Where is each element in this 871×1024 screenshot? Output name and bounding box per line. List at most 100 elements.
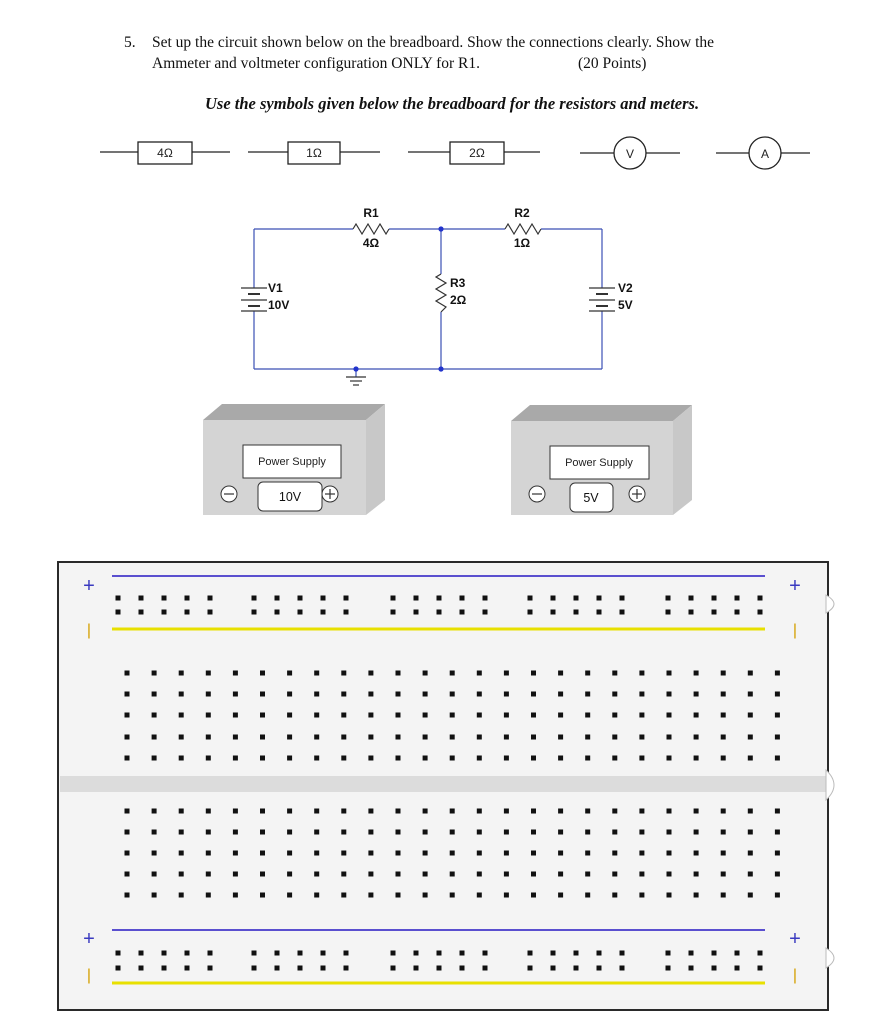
- terminal-hole[interactable]: [314, 850, 320, 856]
- terminal-hole[interactable]: [422, 808, 428, 814]
- terminal-hole[interactable]: [476, 670, 482, 676]
- terminal-hole[interactable]: [422, 755, 428, 761]
- rail-hole[interactable]: [207, 595, 213, 601]
- rail-hole[interactable]: [297, 950, 303, 956]
- rail-hole[interactable]: [482, 965, 488, 971]
- terminal-hole[interactable]: [232, 670, 238, 676]
- terminal-hole[interactable]: [368, 670, 374, 676]
- terminal-hole[interactable]: [693, 734, 699, 740]
- terminal-hole[interactable]: [612, 755, 618, 761]
- terminal-hole[interactable]: [558, 755, 564, 761]
- power-supply-10v[interactable]: Power Supply 10V: [203, 404, 385, 515]
- terminal-hole[interactable]: [476, 892, 482, 898]
- terminal-hole[interactable]: [693, 808, 699, 814]
- terminal-hole[interactable]: [151, 829, 157, 835]
- terminal-hole[interactable]: [178, 691, 184, 697]
- rail-hole[interactable]: [573, 595, 579, 601]
- terminal-hole[interactable]: [476, 691, 482, 697]
- rail-hole[interactable]: [138, 965, 144, 971]
- terminal-hole[interactable]: [287, 850, 293, 856]
- terminal-hole[interactable]: [124, 691, 130, 697]
- rail-hole[interactable]: [665, 609, 671, 615]
- terminal-hole[interactable]: [720, 829, 726, 835]
- rail-hole[interactable]: [390, 965, 396, 971]
- breadboard[interactable]: + + + + | | | |: [0, 560, 871, 1020]
- terminal-hole[interactable]: [774, 829, 780, 835]
- terminal-hole[interactable]: [531, 691, 536, 697]
- terminal-hole[interactable]: [612, 712, 618, 718]
- rail-hole[interactable]: [734, 950, 740, 956]
- terminal-hole[interactable]: [449, 871, 455, 877]
- rail-hole[interactable]: [115, 595, 121, 601]
- rail-hole[interactable]: [459, 595, 465, 601]
- terminal-hole[interactable]: [287, 808, 293, 814]
- rail-hole[interactable]: [251, 950, 257, 956]
- rail-hole[interactable]: [459, 950, 465, 956]
- terminal-hole[interactable]: [422, 734, 428, 740]
- terminal-hole[interactable]: [232, 829, 238, 835]
- terminal-hole[interactable]: [531, 871, 536, 877]
- rail-hole[interactable]: [297, 965, 303, 971]
- terminal-hole[interactable]: [720, 892, 726, 898]
- terminal-hole[interactable]: [774, 892, 780, 898]
- rail-hole[interactable]: [482, 950, 488, 956]
- terminal-hole[interactable]: [503, 829, 509, 835]
- rail-hole[interactable]: [161, 609, 167, 615]
- rail-hole[interactable]: [390, 595, 396, 601]
- terminal-hole[interactable]: [260, 670, 265, 676]
- terminal-hole[interactable]: [287, 755, 293, 761]
- rail-hole[interactable]: [734, 965, 740, 971]
- rail-hole[interactable]: [138, 595, 144, 601]
- terminal-hole[interactable]: [476, 829, 482, 835]
- terminal-hole[interactable]: [666, 734, 672, 740]
- rail-hole[interactable]: [436, 609, 442, 615]
- rail-hole[interactable]: [251, 609, 257, 615]
- terminal-hole[interactable]: [422, 691, 428, 697]
- rail-hole[interactable]: [207, 965, 213, 971]
- terminal-hole[interactable]: [585, 892, 591, 898]
- terminal-hole[interactable]: [124, 829, 130, 835]
- terminal-hole[interactable]: [368, 871, 374, 877]
- terminal-hole[interactable]: [774, 691, 780, 697]
- terminal-hole[interactable]: [368, 829, 374, 835]
- terminal-hole[interactable]: [151, 755, 157, 761]
- terminal-hole[interactable]: [720, 734, 726, 740]
- terminal-hole[interactable]: [612, 691, 618, 697]
- rail-hole[interactable]: [251, 965, 257, 971]
- terminal-hole[interactable]: [639, 808, 645, 814]
- terminal-hole[interactable]: [178, 829, 184, 835]
- terminal-hole[interactable]: [449, 829, 455, 835]
- terminal-hole[interactable]: [422, 829, 428, 835]
- terminal-hole[interactable]: [612, 871, 618, 877]
- terminal-hole[interactable]: [287, 892, 293, 898]
- rail-hole[interactable]: [413, 965, 419, 971]
- rail-hole[interactable]: [550, 965, 556, 971]
- terminal-hole[interactable]: [476, 734, 482, 740]
- terminal-hole[interactable]: [531, 670, 536, 676]
- terminal-hole[interactable]: [531, 755, 536, 761]
- terminal-hole[interactable]: [205, 755, 211, 761]
- voltmeter-symbol[interactable]: [580, 136, 680, 170]
- rail-hole[interactable]: [619, 965, 625, 971]
- terminal-hole[interactable]: [558, 691, 564, 697]
- terminal-hole[interactable]: [178, 808, 184, 814]
- terminal-hole[interactable]: [612, 808, 618, 814]
- terminal-hole[interactable]: [558, 850, 564, 856]
- rail-hole[interactable]: [573, 609, 579, 615]
- terminal-hole[interactable]: [260, 691, 265, 697]
- terminal-hole[interactable]: [666, 691, 672, 697]
- rail-hole[interactable]: [274, 609, 280, 615]
- resistor-symbol-1ohm[interactable]: [248, 141, 380, 165]
- rail-hole[interactable]: [161, 965, 167, 971]
- terminal-hole[interactable]: [341, 712, 347, 718]
- terminal-hole[interactable]: [531, 829, 536, 835]
- terminal-hole[interactable]: [503, 691, 509, 697]
- terminal-hole[interactable]: [476, 871, 482, 877]
- power-supply-5v[interactable]: Power Supply 5V: [511, 405, 692, 515]
- terminal-hole[interactable]: [585, 755, 591, 761]
- terminal-hole[interactable]: [666, 712, 672, 718]
- terminal-hole[interactable]: [232, 892, 238, 898]
- terminal-hole[interactable]: [124, 871, 130, 877]
- terminal-hole[interactable]: [287, 670, 293, 676]
- rail-hole[interactable]: [688, 609, 694, 615]
